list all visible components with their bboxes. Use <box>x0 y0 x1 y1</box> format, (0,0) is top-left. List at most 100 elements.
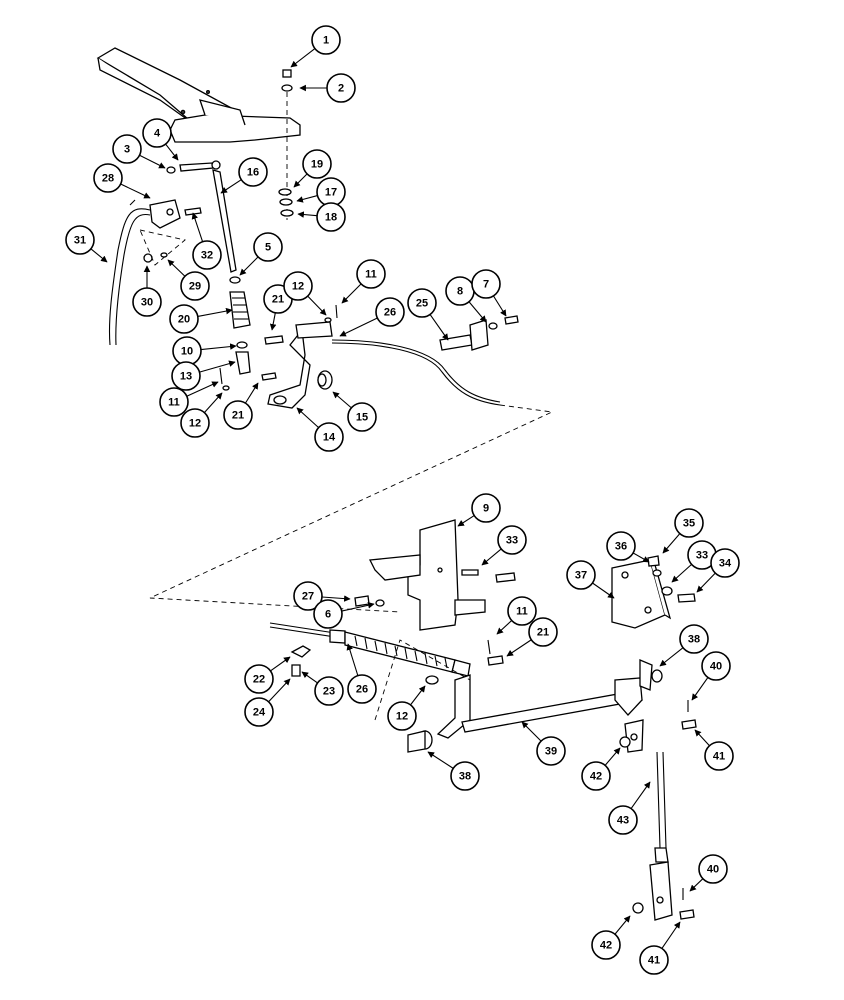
callout-leader <box>468 301 487 323</box>
callout-circle <box>112 134 142 164</box>
callout-leader <box>293 173 308 188</box>
callout-leader <box>321 595 351 602</box>
callout-circle <box>169 304 199 334</box>
callout-circle <box>347 674 377 704</box>
callout-layer: 1234516171819283132293020211211262587101… <box>65 25 740 975</box>
callout-number: 41 <box>713 751 725 763</box>
callout-circle <box>159 387 189 417</box>
callout-number: 10 <box>181 346 193 358</box>
callout-leader <box>496 620 513 635</box>
callout-circle <box>608 805 638 835</box>
callout-number: 32 <box>201 250 213 262</box>
callout-circle <box>244 697 274 727</box>
callout-circle <box>674 508 704 538</box>
pin-4 <box>166 160 221 174</box>
bracket-37 <box>611 559 672 629</box>
callout-leader <box>297 211 318 218</box>
callout-circle <box>581 761 611 791</box>
callout-leader <box>199 360 236 373</box>
rod-43 <box>624 719 673 921</box>
callout-leader <box>270 656 291 672</box>
callout-leader <box>269 312 277 331</box>
callout-leader <box>332 391 352 409</box>
callout-number: 42 <box>590 771 602 783</box>
callout-circle <box>142 118 172 148</box>
callout-leader <box>120 183 151 199</box>
callout-number: 19 <box>311 159 323 171</box>
nut-5 <box>229 276 241 284</box>
callout-number: 12 <box>189 418 201 430</box>
callout-leader <box>244 382 259 404</box>
callout-leader <box>203 392 223 413</box>
callout-circle <box>171 361 201 391</box>
callout-number: 11 <box>168 397 180 409</box>
pin-25 <box>439 319 489 351</box>
callout-number: 38 <box>459 771 471 783</box>
callout-number: 12 <box>396 711 408 723</box>
callout-circle <box>238 157 268 187</box>
callout-number: 11 <box>365 269 377 281</box>
callout-leader <box>659 647 684 667</box>
callout-number: 36 <box>615 541 627 553</box>
callout-circle <box>180 271 210 301</box>
callout-number: 42 <box>600 940 612 952</box>
callout-number: 21 <box>272 294 284 306</box>
callout-number: 28 <box>102 173 114 185</box>
callout-number: 33 <box>506 535 518 547</box>
callout-circle <box>471 269 501 299</box>
callout-leader <box>632 552 650 563</box>
callout-leader <box>671 563 692 583</box>
callout-leader <box>90 248 108 263</box>
callout-circle <box>244 664 274 694</box>
callout-number: 29 <box>189 281 201 293</box>
callout-circle <box>471 493 501 523</box>
callout-circle <box>375 297 405 327</box>
callout-number: 14 <box>323 432 336 444</box>
callout-leader <box>165 143 179 161</box>
callout-circle <box>679 624 709 654</box>
callout-leader <box>614 915 631 935</box>
callout-leader <box>290 48 316 68</box>
callout-number: 21 <box>232 410 244 422</box>
callout-circle <box>326 73 356 103</box>
callout-number: 33 <box>696 550 708 562</box>
callout-leader <box>429 314 449 341</box>
callout-number: 20 <box>178 314 190 326</box>
callout-number: 26 <box>384 307 396 319</box>
callout-leader <box>339 317 378 337</box>
callout-leader <box>341 602 375 612</box>
callout-circle <box>387 701 417 731</box>
callout-leader <box>167 259 186 277</box>
callout-number: 40 <box>710 661 722 673</box>
callout-leader <box>506 639 532 657</box>
callout-number: 1 <box>323 35 329 47</box>
callout-leader <box>296 407 319 429</box>
callout-circle <box>710 548 740 578</box>
callout-circle <box>180 408 210 438</box>
callout-circle <box>192 240 222 270</box>
callout-circle <box>316 202 346 232</box>
callout-number: 26 <box>356 684 368 696</box>
callout-number: 16 <box>247 167 259 179</box>
callout-number: 41 <box>648 955 660 967</box>
callout-number: 31 <box>74 235 86 247</box>
callout-circle <box>253 232 283 262</box>
cable-31 <box>108 208 151 346</box>
callout-leader <box>481 548 502 566</box>
callout-leader <box>307 295 327 316</box>
callout-circle <box>536 736 566 766</box>
callout-number: 13 <box>180 371 192 383</box>
handbrake-lever <box>96 47 301 143</box>
callout-circle <box>639 945 669 975</box>
callout-circle <box>450 761 480 791</box>
callout-number: 11 <box>516 606 528 618</box>
callout-number: 8 <box>457 286 463 298</box>
callout-circle <box>566 560 596 590</box>
callout-number: 3 <box>124 144 130 156</box>
callout-circle <box>591 930 621 960</box>
callout-leader <box>691 677 709 701</box>
callout-number: 35 <box>683 518 695 530</box>
clevis-13 <box>235 351 251 375</box>
callout-circle <box>314 422 344 452</box>
